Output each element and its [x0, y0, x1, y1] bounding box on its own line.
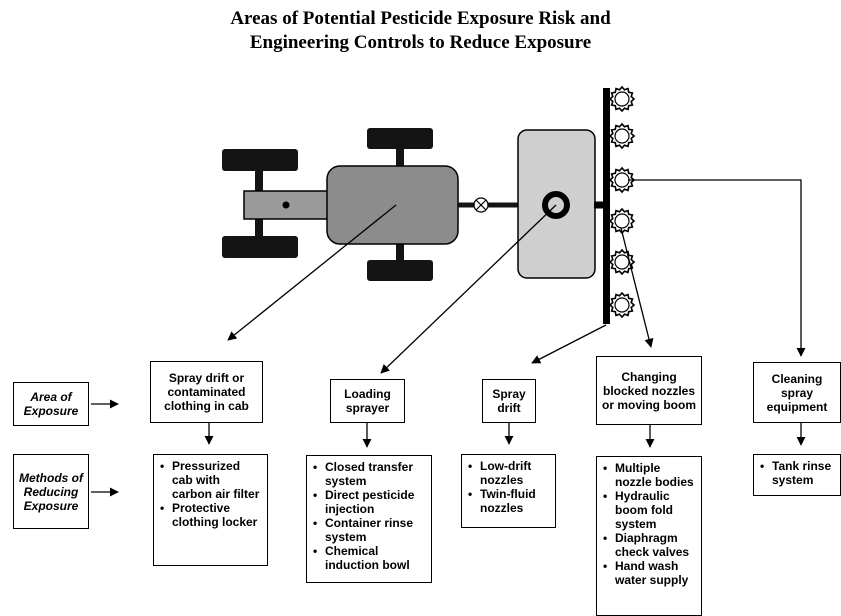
area-box-cleaning: Cleaning spray equipment: [753, 362, 841, 423]
tractor-rear-right-tire: [367, 260, 433, 281]
row-label-area-of-exposure: Area of Exposure: [13, 382, 89, 426]
methods-box-nozzles: Multiple nozzle bodies Hydraulic boom fo…: [596, 456, 702, 616]
tractor-front-left-tire: [222, 149, 298, 171]
method-item: Closed transfer system: [313, 460, 425, 488]
method-item: Direct pesticide injection: [313, 488, 425, 516]
nozzle-inner-ring: [614, 213, 630, 229]
tractor: [222, 128, 459, 281]
nozzle-inner-ring: [614, 172, 630, 188]
methods-box-loading: Closed transfer system Direct pesticide …: [306, 455, 432, 583]
leader-cab: [227, 204, 397, 341]
leader-cleaning: [628, 179, 806, 357]
nozzle-inner-ring: [614, 254, 630, 270]
method-item: Hydraulic boom fold system: [603, 489, 695, 531]
leader-drift: [531, 324, 607, 364]
diagram-title-line-1: Areas of Potential Pesticide Exposure Ri…: [230, 8, 611, 29]
tractor-front-right-tire: [222, 236, 298, 258]
method-item: Chemical induction bowl: [313, 544, 425, 572]
methods-box-cleaning: Tank rinse system: [753, 454, 841, 496]
row-label-methods-of-reducing-exposure: Methods of Reducing Exposure: [13, 454, 89, 529]
method-item: Container rinse system: [313, 516, 425, 544]
method-item: Pressurized cab with carbon air filter: [160, 459, 261, 501]
tractor-cab: [326, 165, 459, 245]
spray-boom: [603, 88, 610, 324]
boom-nozzles: [608, 85, 636, 319]
method-item: Protective clothing locker: [160, 501, 261, 529]
area-box-drift: Spray drift: [482, 379, 536, 423]
nozzle-inner-ring: [614, 297, 630, 313]
hitch-valve-cross-b: [475, 199, 487, 211]
area-box-nozzles: Changing blocked nozzles or moving boom: [596, 356, 702, 425]
method-item: Hand wash water supply: [603, 559, 695, 587]
tractor-rear-left-tire: [367, 128, 433, 149]
method-item: Multiple nozzle bodies: [603, 461, 695, 489]
method-item: Low-drift nozzles: [468, 459, 549, 487]
diagram-title-line-2: Engineering Controls to Reduce Exposure: [249, 32, 592, 53]
nozzle-inner-ring: [614, 128, 630, 144]
leader-nozzle: [620, 227, 654, 348]
spray-tank: [517, 129, 596, 279]
area-box-loading: Loading sprayer: [330, 379, 405, 423]
tank-fill-port: [542, 191, 570, 219]
method-item: Twin-fluid nozzles: [468, 487, 549, 515]
leader-tank: [380, 204, 557, 374]
methods-box-cab: Pressurized cab with carbon air filter P…: [153, 454, 268, 566]
area-box-cab: Spray drift or contaminated clothing in …: [150, 361, 263, 423]
method-item: Diaphragm check valves: [603, 531, 695, 559]
methods-box-drift: Low-drift nozzles Twin-fluid nozzles: [461, 454, 556, 528]
nozzle-inner-ring: [614, 91, 630, 107]
tractor-hood-dot: [282, 201, 290, 209]
method-item: Tank rinse system: [760, 459, 834, 487]
